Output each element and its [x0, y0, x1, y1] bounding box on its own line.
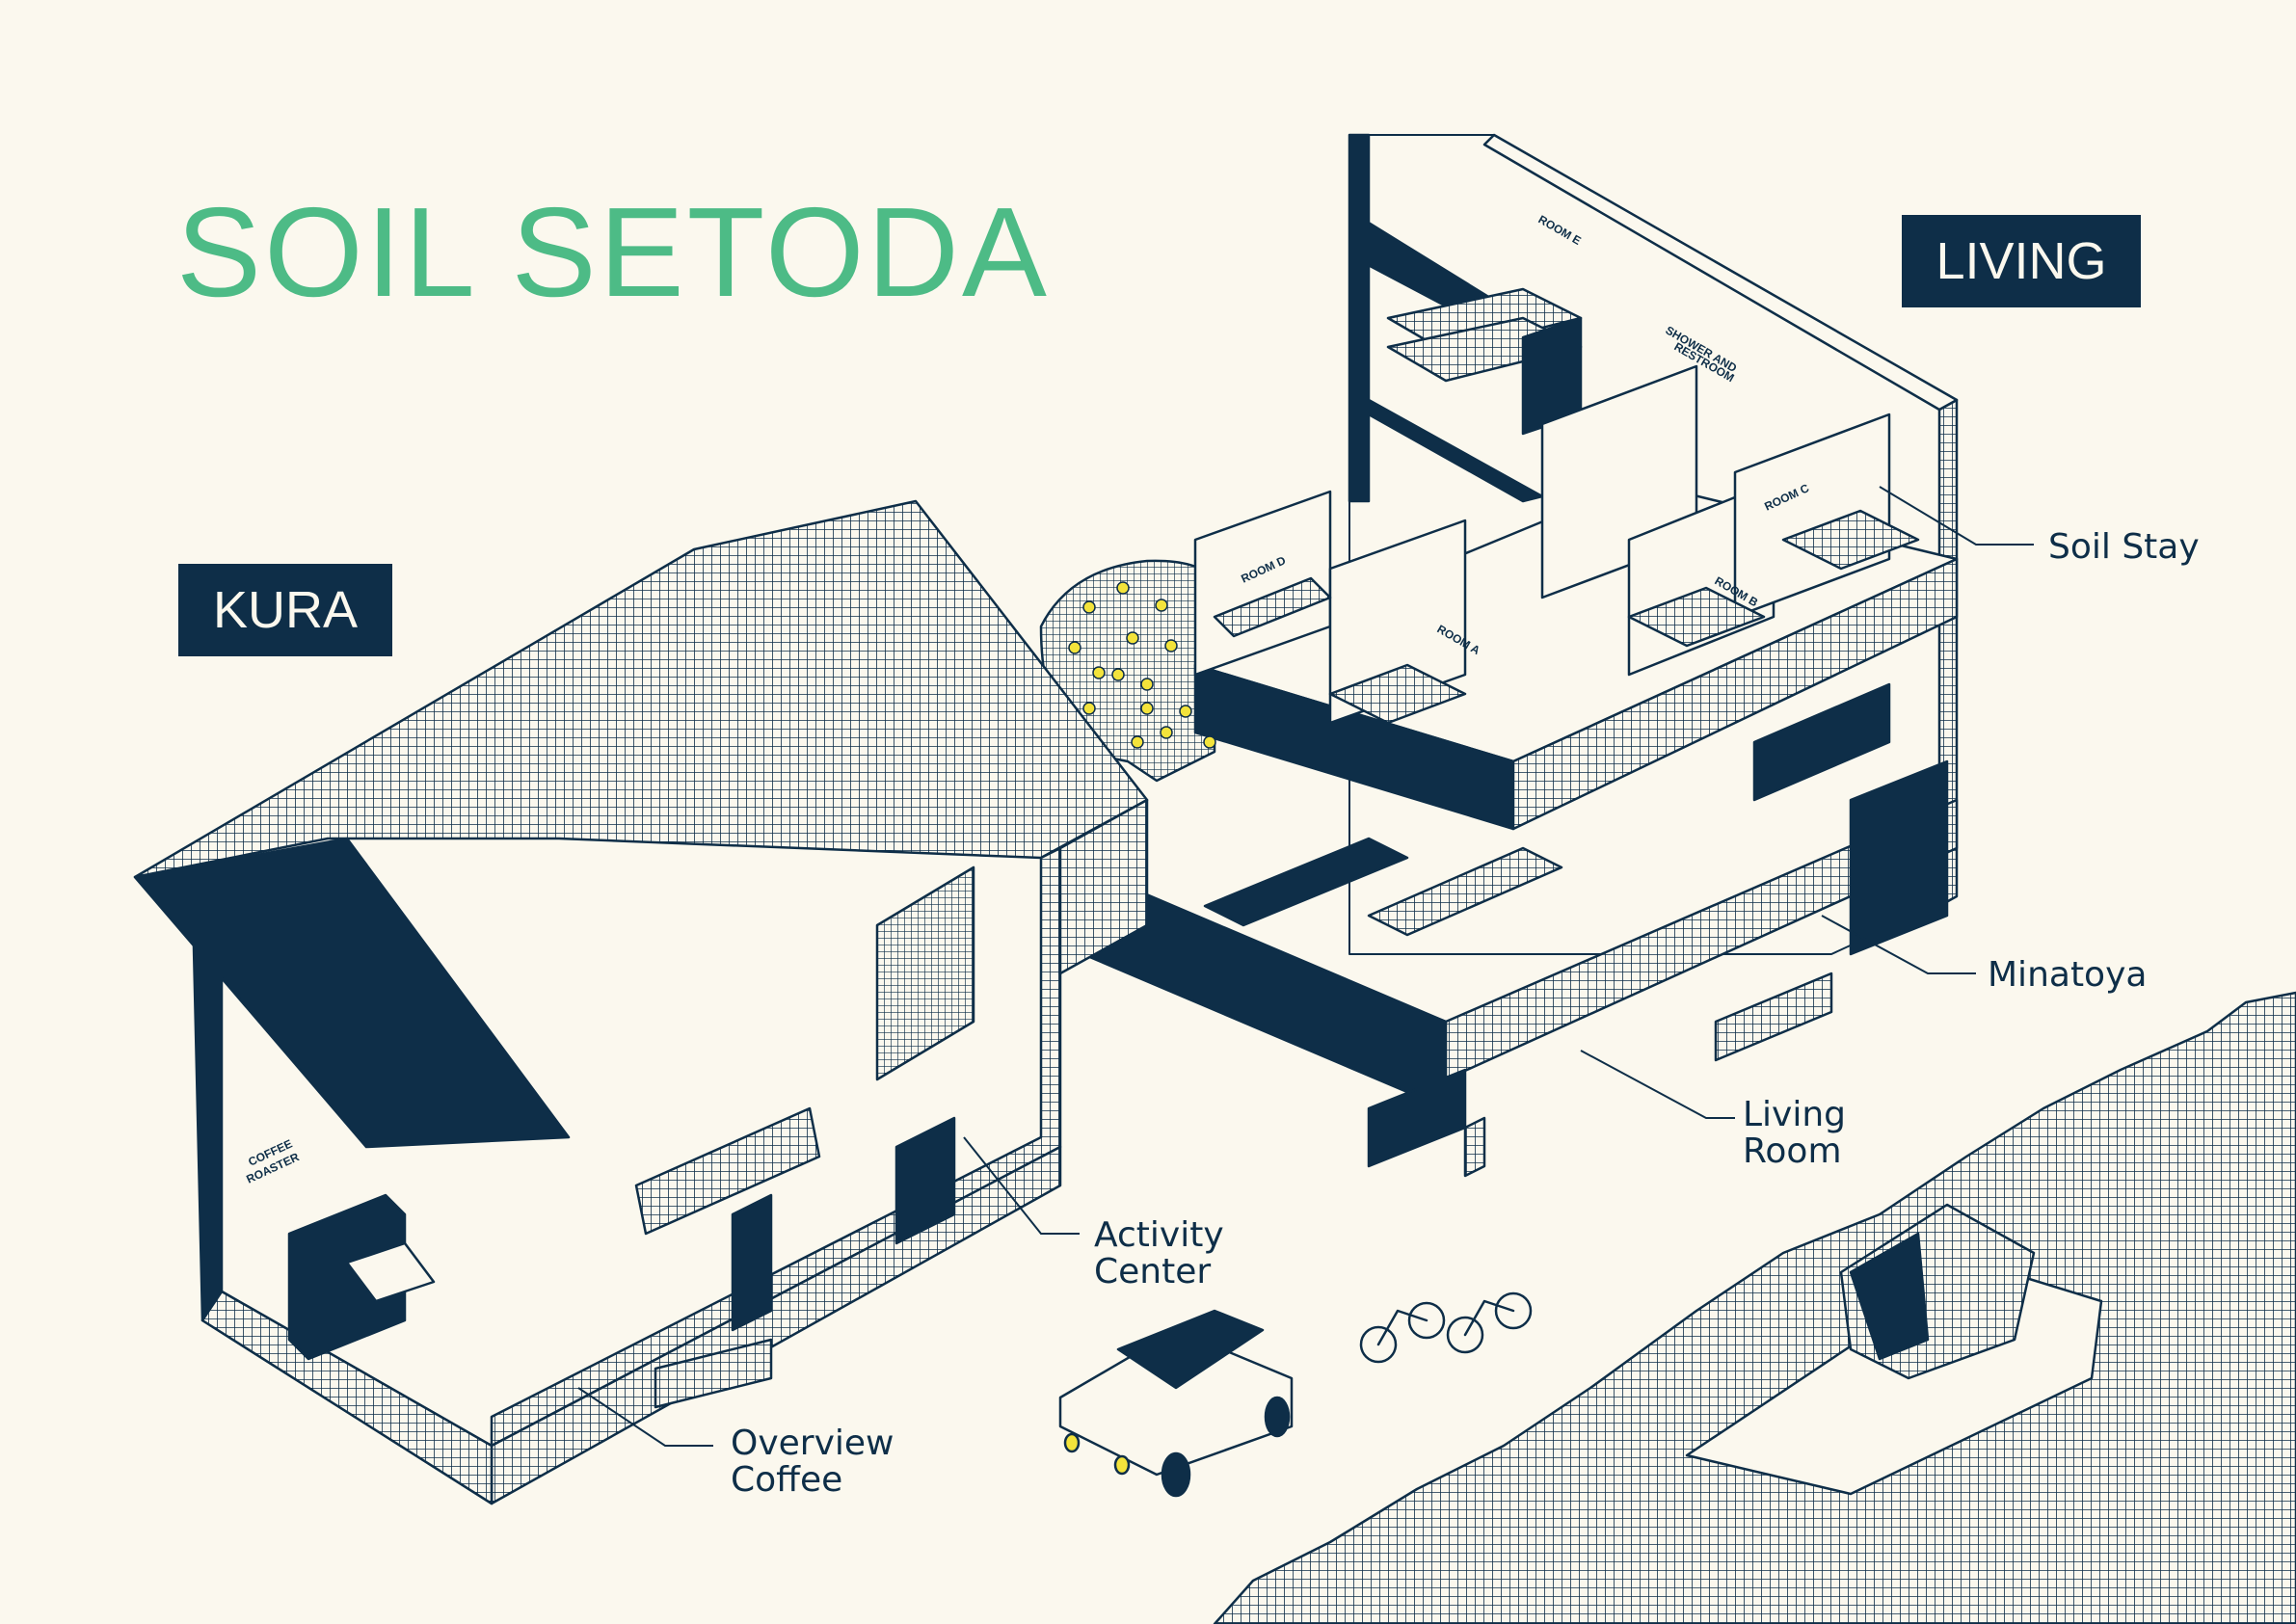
car	[1058, 1309, 1294, 1498]
living-building	[1058, 133, 1959, 1178]
tree-lamps	[1068, 581, 1216, 749]
overview-coffee-label-line2: Coffee	[731, 1460, 843, 1500]
living-room-label-line1: Living	[1743, 1095, 1847, 1134]
page-title: SOIL SETODA	[176, 181, 1050, 323]
sea	[1213, 991, 2296, 1624]
boat	[1685, 1203, 2103, 1496]
living-tag: LIVING	[1902, 215, 2141, 307]
minatoya-label: Minatoya	[1988, 955, 2148, 995]
leader-lines	[577, 486, 2034, 1447]
living-room-label-line2: Room	[1743, 1131, 1842, 1171]
overview-coffee-label-line1: Overview	[731, 1424, 894, 1463]
activity-center-label-line2: Center	[1094, 1252, 1212, 1291]
activity-center-label-line1: Activity	[1094, 1215, 1224, 1255]
room-e-label: ROOM E	[1536, 212, 1584, 247]
soil-stay-label: Soil Stay	[2048, 527, 2200, 567]
kura-building	[133, 499, 1149, 1505]
kura-tag: KURA	[178, 564, 392, 656]
bicycles	[1359, 1291, 1533, 1364]
